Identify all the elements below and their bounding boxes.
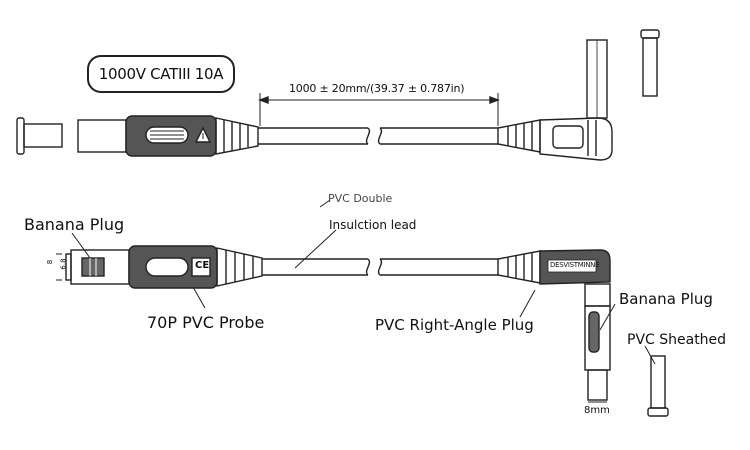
- plug-text: DESVISTMINNE: [550, 261, 600, 269]
- top-strain-relief: [215, 117, 259, 155]
- top-probe-sleeve: [77, 119, 127, 153]
- top-right-strain-relief: [497, 119, 541, 153]
- lead-type-line2: Insulction lead: [329, 218, 417, 232]
- bottom-strain-relief: [216, 247, 263, 287]
- bottom-right-angle-plug: [539, 249, 611, 401]
- top-vertical-pin: [586, 39, 608, 119]
- right-banana-plug-label: Banana Plug: [619, 290, 713, 308]
- top-detached-cap: [16, 117, 63, 155]
- top-cable: [258, 127, 498, 145]
- left-dim-inner: 6.8: [59, 258, 68, 270]
- right-angle-plug-label: PVC Right-Angle Plug: [375, 316, 534, 334]
- top-right-angle-body: [539, 117, 613, 161]
- probe-label: 70P PVC Probe: [147, 313, 265, 332]
- top-probe-body: [125, 115, 217, 157]
- ce-mark: CE: [195, 260, 210, 271]
- dimension-arrow: [258, 93, 500, 126]
- leader-lines: [71, 199, 656, 403]
- left-dim-outer: 8: [46, 259, 55, 265]
- dimension-label: 1000 ± 20mm/(39.37 ± 0.787in): [289, 82, 465, 95]
- bottom-banana-plug: [56, 249, 130, 285]
- plug-width-label: 8mm: [584, 405, 610, 416]
- rating-box: 1000V CATIII 10A: [87, 55, 235, 93]
- bottom-right-strain-relief: [497, 250, 541, 284]
- sheathed-label: PVC Sheathed: [627, 332, 727, 348]
- bottom-cable: [262, 258, 498, 276]
- bottom-sheath-tube: [647, 355, 669, 417]
- top-sheath-tube: [640, 29, 660, 97]
- lead-type-line1: PVC Double: [328, 192, 393, 205]
- left-banana-plug-label: Banana Plug: [24, 215, 125, 234]
